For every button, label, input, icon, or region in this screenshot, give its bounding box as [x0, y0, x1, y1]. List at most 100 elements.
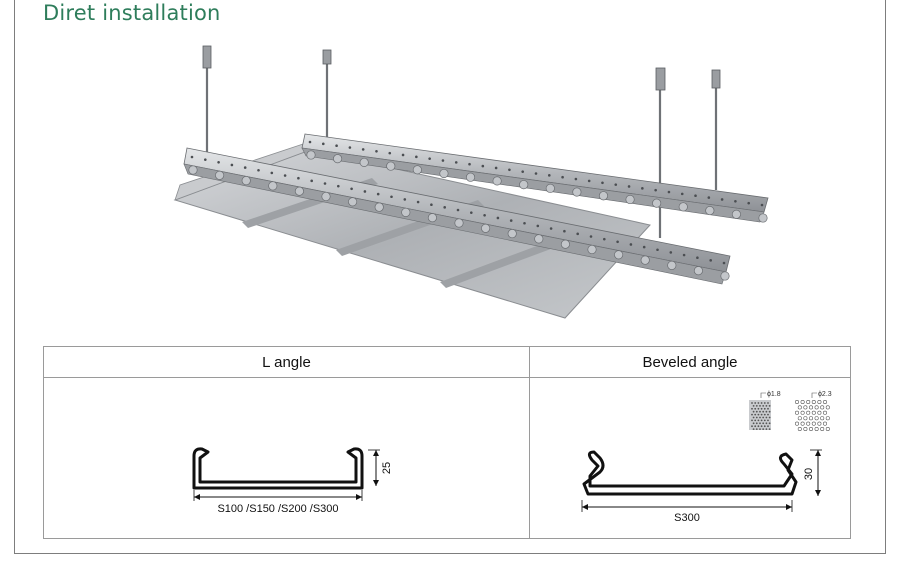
perforation-hole: [763, 419, 766, 422]
rail-hole: [350, 187, 353, 191]
rail-tooth: [587, 244, 597, 255]
rail-hole: [483, 214, 486, 217]
perforation-hole: [754, 425, 757, 428]
perforation-hole: [797, 416, 802, 421]
rail-hole: [428, 157, 431, 160]
rail-tooth: [454, 218, 464, 228]
perforation-hole: [800, 399, 805, 404]
rail-tooth: [614, 250, 624, 260]
rail-tooth: [560, 239, 570, 249]
rail-hole: [337, 184, 340, 188]
rail-hole: [509, 219, 513, 222]
rail-tooth: [720, 271, 730, 281]
rail-tooth: [545, 183, 555, 193]
perforation-hole: [806, 421, 811, 426]
perforation-hole: [800, 421, 805, 426]
rail-hole: [696, 256, 699, 260]
perforation-hole: [820, 405, 825, 410]
header-l-angle: L angle: [43, 346, 530, 378]
rail-hole: [456, 208, 460, 212]
rail-tooth: [758, 213, 768, 223]
rail-teeth: [188, 140, 768, 281]
beveled-angle-profile-drawing: ϕ1.8 ϕ2.3 S300 30: [581, 391, 832, 524]
rail-hole: [563, 229, 566, 233]
perforation-hole: [811, 421, 816, 426]
l-angle-cell: S100 /S150 /S200 /S300 25: [43, 377, 530, 539]
rail-hole: [549, 227, 553, 230]
rail-hole: [190, 155, 194, 159]
perforation-hole: [800, 410, 805, 415]
perforation-hole: [759, 410, 761, 413]
l-angle-height-label: 25: [381, 462, 393, 474]
perforation-hole: [768, 422, 771, 425]
perforation-hole: [820, 426, 825, 431]
perforation-hole: [762, 428, 765, 430]
rail-hole: [536, 224, 540, 228]
rail-hole: [390, 195, 393, 199]
perforation-hole: [763, 407, 766, 410]
rail-hole: [641, 187, 644, 190]
perforation-hole: [765, 422, 768, 425]
rail-hole: [576, 232, 579, 236]
rail-hole: [722, 261, 726, 265]
rail-hole: [335, 144, 338, 148]
perforation-hole: [765, 410, 768, 413]
rail-tooth: [401, 207, 411, 217]
rail-tooth: [572, 187, 582, 197]
perforation-hole: [754, 402, 757, 404]
rail-hole: [734, 199, 737, 203]
perforation-hole: [752, 428, 755, 430]
perforation-hole: [757, 425, 760, 428]
rail-hole: [656, 248, 659, 252]
perforation-hole: [825, 426, 830, 431]
perforation-hole: [757, 407, 760, 410]
l-angle-profile-drawing: S100 /S150 /S200 /S300 25: [192, 447, 393, 515]
perforation-hole: [759, 405, 761, 407]
rail-hole: [587, 179, 591, 183]
rail-hole: [496, 216, 500, 220]
rail-hole: [521, 170, 525, 173]
perforation-hole: [760, 425, 763, 428]
perforation-hole: [762, 410, 765, 413]
perforation-hole: [803, 426, 808, 431]
rail-hole: [481, 164, 485, 168]
rail-hole: [534, 172, 538, 175]
rail-hole: [443, 206, 447, 209]
rail-tooth: [534, 234, 544, 244]
perforation-hole: [767, 407, 769, 410]
hanger-rods: [205, 48, 718, 238]
rail-tooth: [439, 168, 449, 179]
beveled-angle-height-label: 30: [803, 468, 815, 480]
perforation-hole: [767, 413, 769, 416]
rail-tooth: [667, 260, 677, 270]
header-beveled-angle: Beveled angle: [529, 346, 851, 378]
rail-hole: [376, 192, 380, 196]
perforation-hole: [765, 405, 768, 407]
rail-hole: [401, 153, 405, 157]
perforation-hole: [752, 422, 755, 425]
perforation-hole: [808, 416, 813, 421]
perforation-hole: [814, 405, 819, 410]
rail-hole: [430, 203, 433, 206]
perforation-hole: [797, 426, 802, 431]
rail-hole: [494, 166, 498, 170]
rail-hole: [720, 198, 724, 201]
perforation-hole: [763, 402, 766, 404]
perforation-hole: [814, 416, 819, 421]
rail-hole: [348, 146, 352, 149]
perforation-hole: [768, 428, 771, 430]
rail-tooth: [374, 202, 384, 212]
rail-tooth: [386, 161, 396, 171]
rail-tooth: [294, 186, 304, 196]
perforation-hole: [811, 410, 816, 415]
rail-hole: [589, 235, 593, 238]
rail-tooth: [241, 176, 251, 186]
rail-hole: [682, 253, 686, 257]
rail-hole: [561, 175, 564, 179]
perforation-hole: [806, 399, 811, 404]
rail-tooth: [640, 255, 650, 265]
rail-hole: [709, 259, 712, 262]
rail-hole: [310, 179, 314, 183]
rail-hole: [629, 243, 633, 246]
l-angle-width-label: S100 /S150 /S200 /S300: [217, 503, 338, 515]
